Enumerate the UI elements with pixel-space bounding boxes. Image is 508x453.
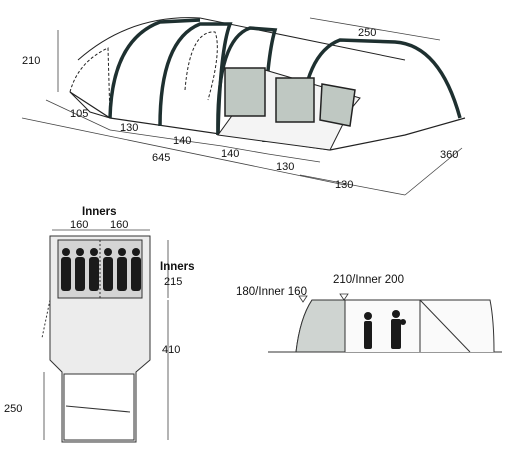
perspective-dimensions [21,17,463,196]
dim-total-length: 645 [152,152,170,164]
dim-depth: 360 [440,149,458,161]
tent-ridge-line [77,17,406,61]
dim-width-6: 130 [335,179,353,191]
person-silhouette-3 [89,248,99,291]
dim-width-2: 130 [120,122,138,134]
person-silhouette-6 [131,248,141,291]
window-3 [319,83,356,127]
dim-width-4: 140 [221,148,239,160]
tent-hoop-1 [108,18,201,119]
inners-side-label: Inners [160,261,195,273]
dim-porch-depth: 250 [4,403,22,415]
person-standing-1 [364,312,372,349]
dim-living-depth: 410 [162,344,180,356]
inner-width-1: 160 [70,219,88,231]
inner-dashed-hoop [184,31,218,101]
dim-height: 210 [22,55,40,67]
person-silhouette-4 [103,248,113,291]
floorplan-dimensions [43,229,169,440]
tent-perspective [69,17,466,151]
side-label-right: 210/Inner 200 [333,274,404,286]
dim-width-1: 105 [70,108,88,120]
dim-width-3: 140 [173,135,191,147]
sleeping-figures [61,248,141,291]
person-silhouette-1 [61,248,71,291]
side-label-left: 180/Inner 160 [236,286,307,298]
standing-figures [364,310,406,349]
floorplan-title: Inners [82,206,117,218]
inner-width-2: 160 [110,219,128,231]
window-2 [275,77,315,123]
person-standing-2 [391,310,406,349]
front-inner-panel [295,299,346,353]
person-silhouette-2 [75,248,85,291]
person-silhouette-5 [117,248,127,291]
dim-width-5: 130 [276,161,294,173]
dim-inner-depth: 215 [164,276,182,288]
dim-canopy: 250 [358,27,376,39]
front-guy-line [69,91,111,119]
side-view [268,299,502,353]
front-dashed-frame [69,47,111,119]
side-markers [298,293,349,303]
window-1 [224,67,266,117]
